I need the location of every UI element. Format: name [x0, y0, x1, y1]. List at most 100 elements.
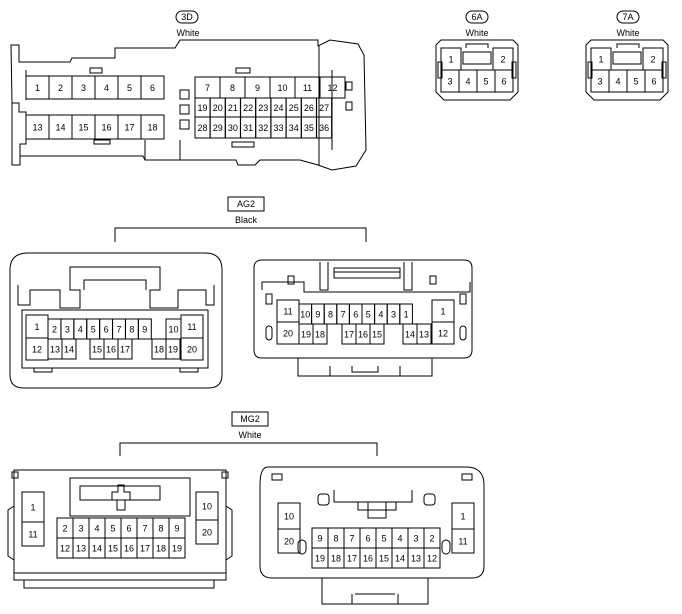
ag2-left-pin-1: 1 [34, 322, 39, 332]
ag2-left-pin-17-cavity [117, 338, 133, 360]
7a-pin-5: 5 [633, 77, 638, 87]
ag2-right-pin-3: 3 [391, 310, 396, 320]
ag2-right-pin-8: 8 [328, 310, 333, 320]
connector-6a-color: White [465, 28, 488, 38]
3d-pin-20: 20 [213, 103, 223, 113]
ag2-right-pin-19: 19 [301, 330, 311, 340]
3d-pin-10: 10 [277, 83, 287, 93]
7a-pin-3: 3 [597, 77, 602, 87]
ag2-left-pin-9-cavity [137, 318, 152, 340]
3d-pin-36-cavity [316, 116, 333, 139]
3d-pin-25: 25 [289, 103, 299, 113]
3d-pin-24: 24 [273, 103, 283, 113]
3d-pin-13: 13 [32, 123, 42, 133]
mg2-right-pin-5: 5 [381, 534, 386, 544]
mg2-right-pin-8: 8 [333, 534, 338, 544]
ag2-right-pin-10: 10 [300, 310, 310, 320]
6a-pin-1: 1 [448, 55, 453, 65]
mg2-left-pin-19-cavity [168, 537, 186, 559]
mg2-right-pin-7: 7 [349, 534, 354, 544]
connector-ag2-right-housing [253, 259, 473, 359]
3d-pin-7: 7 [205, 83, 210, 93]
ag2-left-pin-17: 17 [120, 345, 130, 355]
ag2-right-pin-9: 9 [315, 310, 320, 320]
ag2-left-pin-2: 2 [52, 325, 57, 335]
3d-pin-1: 1 [35, 83, 40, 93]
mg2-left-pin-6: 6 [126, 524, 131, 534]
6a-pin-5: 5 [483, 77, 488, 87]
ag2-left-pin-12: 12 [32, 345, 42, 355]
mg2-left-pin-19: 19 [172, 544, 182, 554]
mg2-right-pin-9: 9 [317, 534, 322, 544]
3d-pin-19: 19 [197, 103, 207, 113]
connector-7a-id: 7A [622, 12, 633, 22]
mg2-left-pin-4: 4 [94, 524, 99, 534]
ag2-left-pin-18: 18 [154, 345, 164, 355]
connector-3d-id: 3D [181, 12, 193, 22]
3d-pin-9: 9 [255, 83, 260, 93]
mg2-left-pin-3: 3 [78, 524, 83, 534]
connector-6a-housing [435, 39, 519, 101]
7a-pin-4: 4 [615, 77, 620, 87]
mg2-left-pin-12: 12 [60, 544, 70, 554]
3d-pin-11: 11 [303, 83, 312, 93]
mg2-right-pin-19: 19 [315, 554, 325, 564]
mg2-right-pin-6: 6 [365, 534, 370, 544]
ag2-right-pin-1: 1 [440, 307, 445, 317]
mg2-left-pin-11-cavity [21, 521, 45, 547]
ag2-right-pin-7: 7 [341, 310, 346, 320]
ag2-left-pin-9: 9 [142, 325, 147, 335]
mg2-left-pin-5: 5 [110, 524, 115, 534]
ag2-right-pin-18: 18 [315, 330, 325, 340]
connector-mg2-bracket [119, 442, 378, 456]
ag2-left-pin-8: 8 [129, 325, 134, 335]
ag2-left-pin-14-cavity [61, 338, 77, 360]
connector-ag2-tag [227, 196, 265, 212]
mg2-right-pin-1: 1 [460, 512, 465, 522]
3d-pin-18: 18 [147, 123, 157, 133]
mg2-left-pin-1: 1 [30, 503, 35, 513]
ag2-left-pin-4: 4 [78, 325, 83, 335]
mg2-left-pin-9: 9 [174, 524, 179, 534]
mg2-left-pin-14: 14 [92, 544, 102, 554]
3d-pin-8: 8 [230, 83, 235, 93]
6a-pin-2: 2 [500, 55, 505, 65]
mg2-left-pin-15: 15 [108, 544, 118, 554]
3d-pin-23: 23 [258, 103, 268, 113]
3d-pin-36: 36 [319, 123, 329, 133]
ag2-right-pin-1: 1 [404, 310, 409, 320]
mg2-right-pin-13: 13 [411, 554, 421, 564]
ag2-right-pin-15: 15 [372, 330, 382, 340]
mg2-left-pin-20: 20 [202, 528, 212, 538]
connector-mg2-id: MG2 [240, 414, 260, 424]
mg2-right-pin-3: 3 [413, 534, 418, 544]
ag2-right-pin-6: 6 [353, 310, 358, 320]
ag2-right-pin-13: 13 [419, 330, 429, 340]
3d-pin-29: 29 [213, 123, 223, 133]
3d-pin-33: 33 [273, 123, 283, 133]
3d-pin-30: 30 [228, 123, 238, 133]
mg2-right-pin-20: 20 [284, 537, 294, 547]
3d-pin-12: 12 [327, 83, 337, 93]
7a-pin-6-cavity [644, 69, 664, 93]
ag2-right-pin-16: 16 [358, 330, 368, 340]
7a-pin-1: 1 [598, 55, 603, 65]
3d-pin-6-cavity [140, 75, 165, 100]
mg2-right-pin-4: 4 [397, 534, 402, 544]
connector-ag2-left-housing [9, 252, 223, 389]
ag2-left-pin-14: 14 [64, 345, 74, 355]
mg2-right-pin-10: 10 [284, 512, 294, 522]
7a-pin-2: 2 [650, 55, 655, 65]
3d-pin-15: 15 [78, 123, 88, 133]
mg2-left-pin-20-cavity [195, 519, 219, 545]
mg2-right-pin-15: 15 [379, 554, 389, 564]
mg2-right-pin-17: 17 [347, 554, 357, 564]
ag2-left-pin-10: 10 [168, 325, 178, 335]
